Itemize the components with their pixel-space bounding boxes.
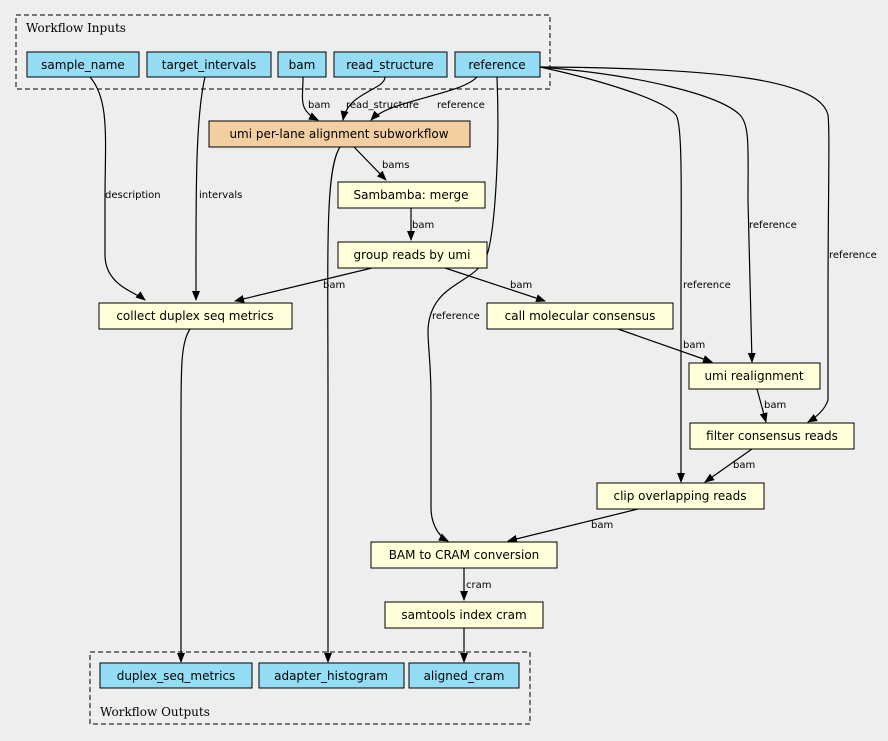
edge-sample-to-collect [89, 76, 146, 301]
umi-subworkflow-node[interactable]: umi per-lane alignment subworkflow [208, 120, 471, 148]
input-target-intervals-node[interactable]: target_intervals [146, 51, 272, 78]
samtools-index-cram-label: samtools index cram [401, 608, 526, 622]
umi-subworkflow-label: umi per-lane alignment subworkflow [229, 127, 448, 141]
umi-realignment-node[interactable]: umi realignment [688, 362, 821, 390]
input-sample-name-node[interactable]: sample_name [26, 51, 140, 78]
call-molecular-consensus-node[interactable]: call molecular consensus [486, 302, 674, 330]
edge-filter-to-clip [704, 448, 753, 483]
workflow-inputs-cluster: Workflow Inputs [15, 14, 551, 90]
edge-reference-to-cram [427, 76, 499, 542]
edge-read-structure-to-subworkflow [340, 76, 386, 121]
edge-label-bam-sub: bam [308, 100, 330, 111]
edges [89, 66, 830, 663]
clip-overlapping-reads-label: clip overlapping reads [613, 489, 746, 503]
bam-to-cram-node[interactable]: BAM to CRAM conversion [370, 541, 558, 569]
workflow-outputs-label: Workflow Outputs [100, 705, 210, 719]
edge-label-description: description [105, 190, 161, 201]
input-reference-node[interactable]: reference [454, 51, 541, 78]
bam-to-cram-label: BAM to CRAM conversion [389, 548, 540, 562]
edge-label-reference-clip: reference [683, 280, 731, 291]
output-adapter-histogram-label: adapter_histogram [274, 669, 388, 683]
edge-label-reference-sub: reference [437, 100, 485, 111]
edge-label-intervals: intervals [199, 190, 242, 201]
group-reads-by-umi-node[interactable]: group reads by umi [337, 241, 488, 269]
umi-realignment-label: umi realignment [704, 369, 803, 383]
collect-duplex-seq-metrics-label: collect duplex seq metrics [116, 309, 273, 323]
sambamba-merge-label: Sambamba: merge [354, 188, 469, 202]
filter-consensus-reads-node[interactable]: filter consensus reads [689, 422, 855, 450]
input-sample-name-label: sample_name [41, 58, 125, 72]
input-read-structure-label: read_structure [346, 58, 433, 72]
edge-label-reference-realign: reference [749, 220, 797, 231]
clip-overlapping-reads-node[interactable]: clip overlapping reads [596, 482, 765, 510]
workflow-inputs-label: Workflow Inputs [26, 21, 126, 35]
edge-collect-to-duplex-metrics [177, 328, 191, 663]
output-aligned-cram-label: aligned_cram [424, 669, 505, 683]
edge-label-merge-bam: bam [412, 220, 434, 231]
edge-label-reference-filter: reference [829, 250, 877, 261]
edge-label-cram: cram [466, 580, 491, 591]
output-adapter-histogram-node[interactable]: adapter_histogram [258, 662, 405, 689]
edge-label-clip-cram: bam [591, 520, 613, 531]
edge-label-call-realign: bam [683, 340, 705, 351]
input-reference-label: reference [468, 58, 525, 72]
output-duplex-seq-metrics-node[interactable]: duplex_seq_metrics [99, 662, 253, 689]
group-reads-by-umi-label: group reads by umi [354, 248, 471, 262]
edge-subworkflow-to-adapter-histogram [324, 146, 341, 663]
samtools-index-cram-node[interactable]: samtools index cram [384, 601, 544, 629]
edge-label-reference-cram: reference [432, 311, 480, 322]
edge-clip-to-cram [507, 508, 639, 543]
output-aligned-cram-node[interactable]: aligned_cram [408, 662, 520, 689]
edge-label-realign-filter: bam [764, 400, 786, 411]
edge-realign-to-filter [756, 388, 768, 423]
input-bam-node[interactable]: bam [277, 51, 327, 78]
edge-label-group-call: bam [510, 280, 532, 291]
sambamba-merge-node[interactable]: Sambamba: merge [337, 181, 486, 209]
call-molecular-consensus-label: call molecular consensus [505, 309, 656, 323]
edge-bam-to-subworkflow [301, 76, 319, 121]
edge-intervals-to-collect [191, 76, 206, 301]
edge-group-to-call [444, 267, 546, 302]
input-read-structure-node[interactable]: read_structure [333, 51, 448, 78]
edge-labels: bam read_structure reference bams bam de… [105, 100, 877, 591]
edge-label-group-collect: bam [323, 280, 345, 291]
edge-label-read-structure: read_structure [346, 100, 419, 111]
filter-consensus-reads-label: filter consensus reads [706, 429, 838, 443]
output-duplex-seq-metrics-label: duplex_seq_metrics [117, 669, 236, 683]
edge-label-filter-clip: bam [733, 460, 755, 471]
edge-label-bams: bams [382, 160, 409, 171]
input-bam-label: bam [289, 58, 316, 72]
edge-reference-to-filter [539, 66, 830, 423]
edge-reference-to-subworkflow [370, 76, 478, 121]
edge-reference-to-clip [539, 66, 685, 483]
collect-duplex-seq-metrics-node[interactable]: collect duplex seq metrics [98, 302, 293, 330]
workflow-outputs-cluster: Workflow Outputs [89, 651, 531, 725]
edge-reference-to-realign [539, 66, 756, 363]
edge-subworkflow-to-merge [353, 146, 387, 181]
edge-group-to-collect [234, 267, 373, 303]
input-target-intervals-label: target_intervals [162, 58, 257, 72]
edge-call-to-realign [617, 328, 713, 363]
